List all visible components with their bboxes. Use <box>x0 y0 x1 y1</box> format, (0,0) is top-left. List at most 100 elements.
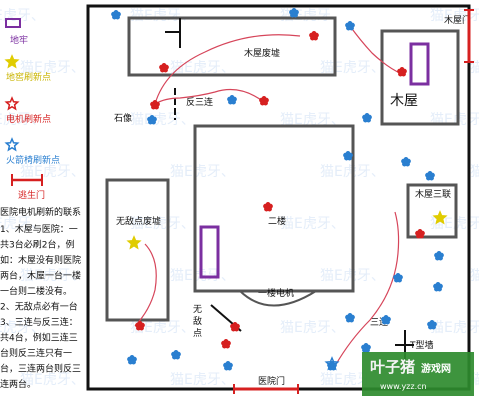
generator-marker <box>397 67 407 77</box>
logo-url: www.yzz.cn <box>380 382 427 391</box>
notes-line: 共3台必刷2台，例 <box>0 239 74 251</box>
watermark-text: 猫E虎牙、 <box>0 320 45 336</box>
cabin-triple-building <box>406 183 458 239</box>
cabin-ruins-building <box>127 16 337 77</box>
watermark-text: 猫E虎牙、 <box>430 320 479 336</box>
cabin-building <box>380 29 460 126</box>
chair-marker <box>171 350 181 360</box>
chair-marker <box>343 151 353 161</box>
watermark-text: 猫E虎牙、 <box>20 164 85 180</box>
logo-name: 叶子猪 <box>370 358 415 376</box>
exit-cabin-gate <box>464 9 474 63</box>
chair-spawn-star <box>324 356 340 371</box>
chair-marker <box>427 320 437 330</box>
notes-title: 医院电机刷新的联系 <box>0 206 81 218</box>
notes-line: 如：木屋没有则医院 <box>0 254 81 266</box>
chair-marker <box>345 21 355 31</box>
chair-marker <box>381 315 391 325</box>
chair-marker <box>434 251 444 261</box>
chair-marker <box>147 115 157 125</box>
chair-marker <box>393 273 403 283</box>
notes-line: 连两台。 <box>0 378 36 390</box>
chair-legend-icon <box>4 137 20 152</box>
basement-legend-icon <box>5 18 21 28</box>
patrol-path <box>334 252 399 367</box>
patrol-path <box>349 25 403 75</box>
watermark-text: 猫E虎牙、 <box>20 60 85 76</box>
watermark-text: 猫E虎牙、 <box>0 112 45 128</box>
notes-line: 1、木屋与医院：一 <box>0 223 78 235</box>
watermark-text: 猫E虎牙、 <box>130 8 195 24</box>
generator-marker <box>135 321 145 331</box>
notes-line: 一台则二楼没有。 <box>0 285 72 297</box>
watermark-text: 猫E虎牙、 <box>280 112 345 128</box>
patrol-path <box>394 211 400 254</box>
second-floor-label: 二楼 <box>268 215 286 227</box>
patrol-path <box>134 243 157 327</box>
statue-label: 石像 <box>114 112 132 124</box>
watermark-text: 猫E虎牙、 <box>20 268 85 284</box>
no-loop-ruins-building <box>105 178 170 322</box>
hospital-gate-label: 医院门 <box>258 375 285 387</box>
watermark-text: 猫E虎牙、 <box>170 60 235 76</box>
chair-legend-label: 火箭椅刷新点 <box>6 154 60 166</box>
chest-marker <box>126 235 142 250</box>
watermark-text: 猫E虎牙、 <box>430 8 479 24</box>
generator-legend-label: 电机刷新点 <box>6 113 51 125</box>
no-loop-ruins-label: 无敌点废墟 <box>116 215 161 227</box>
chair-marker <box>127 355 137 365</box>
markers-layer <box>4 7 448 371</box>
watermark-text: 猫E虎牙、 <box>170 164 235 180</box>
chair-marker <box>361 343 371 353</box>
logo-tag: 游戏网 <box>421 362 451 375</box>
notes-line: 台，三连两台则反三 <box>0 363 81 375</box>
chest-marker <box>432 210 448 225</box>
first-floor-gen-label: 一楼电机 <box>258 287 294 299</box>
t-wall-label: T型墙 <box>409 339 434 351</box>
watermark-text: 猫E虎牙、 <box>280 216 345 232</box>
cabin-gate-label: 木屋门 <box>444 14 471 26</box>
watermark-text: 猫E虎牙、 <box>470 372 479 388</box>
patrol-paths <box>134 25 403 367</box>
notes-line: 两台，木屋一台一楼 <box>0 270 81 282</box>
chair-marker <box>362 113 372 123</box>
basement-legend-label: 地牢 <box>10 34 28 46</box>
exit-legend-label: 逃生门 <box>18 189 45 201</box>
chair-marker <box>227 95 237 105</box>
hospital-building <box>193 124 355 293</box>
watermark-text: 猫E虎牙、 <box>130 320 195 336</box>
generator-marker <box>221 339 231 349</box>
cabin-triple-label: 木屋三联 <box>415 188 451 200</box>
watermark-text: 猫E虎牙、 <box>0 216 45 232</box>
watermark-text: 猫E虎牙、 <box>130 216 195 232</box>
chair-marker <box>223 361 233 371</box>
watermark-text: 猫E虎牙、 <box>430 112 479 128</box>
watermark-text: 猫E虎牙、 <box>20 372 85 388</box>
chest-legend-icon <box>4 54 20 69</box>
generator-marker <box>230 322 240 332</box>
basement-marker <box>199 225 220 279</box>
watermark-text: 猫E虎牙、 <box>470 164 479 180</box>
watermark-text: 猫E虎牙、 <box>280 320 345 336</box>
notes-line: 共4台，例如三连三 <box>0 332 78 344</box>
generator-marker <box>159 63 169 73</box>
notes-line: 3、三连与反三连： <box>0 316 78 328</box>
hospital-stair-arc <box>239 290 317 307</box>
reverse-triple-label: 反三连 <box>186 96 213 108</box>
generator-marker <box>415 229 425 239</box>
notes-line: 台则反三连只有一 <box>0 347 72 359</box>
chair-marker <box>289 7 299 18</box>
chest-legend-label: 地窖刷新点 <box>6 71 51 83</box>
generator-legend-icon <box>4 96 20 111</box>
notes-body: 1、木屋与医院：一共3台必刷2台，例如：木屋没有则医院两台，木屋一台一楼一台则二… <box>0 223 81 390</box>
chair-marker <box>345 313 355 323</box>
basement-marker <box>409 42 430 86</box>
exit-hospital-gate <box>233 384 299 394</box>
watermark-text: 猫E虎牙、 <box>130 112 195 128</box>
patrol-path <box>154 34 301 105</box>
generator-marker <box>309 31 319 41</box>
watermark-text: 猫E虎牙、 <box>470 268 479 284</box>
generator-marker <box>259 96 269 106</box>
generator-marker <box>263 202 273 212</box>
